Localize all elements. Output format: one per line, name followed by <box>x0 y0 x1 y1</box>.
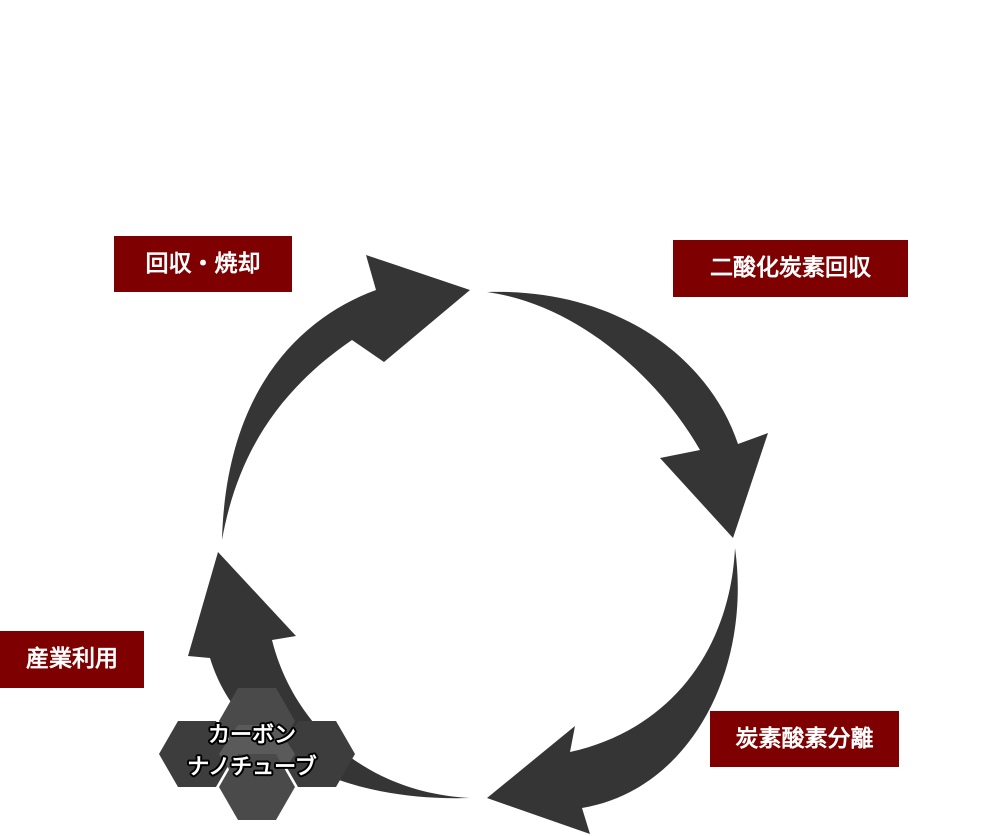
product-name-line2: ナノチューブ <box>187 754 317 780</box>
stage-label-industrial-use: 産業利用 <box>0 631 144 688</box>
cycle-arrow-bottom-left <box>188 552 470 799</box>
hex-left <box>159 721 235 787</box>
stage-label-collect-burn: 回収・焼却 <box>114 236 292 292</box>
product-name-line1: カーボン <box>208 723 296 748</box>
stage-label-carbon-oxygen-split: 炭素酸素分離 <box>710 711 899 767</box>
nanotube-hex-cluster <box>159 688 355 820</box>
cycle-arrow-bottom-right <box>487 548 738 834</box>
cycle-arrow-top-right <box>487 291 768 538</box>
hex-bottom <box>219 754 295 820</box>
hex-right <box>279 721 355 787</box>
stage-label-co2-capture: 二酸化炭素回収 <box>673 240 908 297</box>
cycle-arrow-top-left <box>222 255 470 540</box>
